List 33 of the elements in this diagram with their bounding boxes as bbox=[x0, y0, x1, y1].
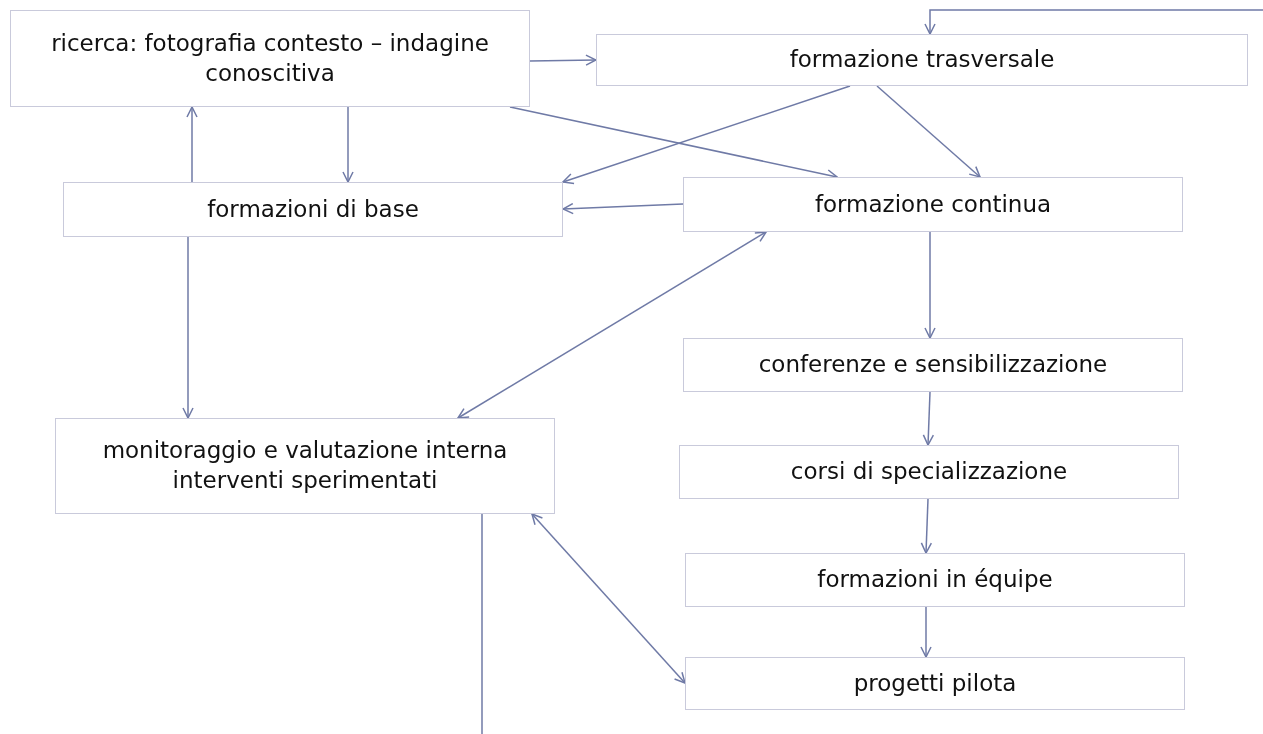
arrow bbox=[924, 231, 936, 339]
box-label: formazione trasversale bbox=[788, 45, 1056, 75]
box-label: formazioni in équipe bbox=[816, 565, 1054, 595]
arrow bbox=[342, 106, 354, 183]
process-box bbox=[683, 338, 1183, 392]
process-box bbox=[679, 445, 1179, 499]
arrow bbox=[876, 85, 981, 178]
process-box bbox=[685, 657, 1185, 710]
connector-line bbox=[481, 513, 483, 734]
arrow bbox=[920, 498, 933, 554]
arrow bbox=[186, 106, 198, 183]
box-label: formazioni di base bbox=[206, 194, 420, 224]
box-label: conferenze e sensibilizzazione bbox=[757, 350, 1109, 380]
arrow bbox=[922, 391, 935, 446]
box-label: progetti pilota bbox=[852, 668, 1018, 698]
process-box bbox=[596, 34, 1248, 86]
arrow bbox=[531, 513, 686, 684]
box-label: ricerca: fotografia contesto – indagine conoscitiva bbox=[50, 28, 490, 88]
box-label: corsi di specializzazione bbox=[789, 457, 1069, 487]
box-label: formazione continua bbox=[813, 189, 1053, 219]
process-box bbox=[10, 10, 530, 107]
process-box bbox=[63, 182, 563, 237]
arrow bbox=[457, 231, 767, 419]
arrow bbox=[182, 236, 194, 419]
arrow bbox=[529, 54, 597, 66]
box-label: monitoraggio e valutazione interna interventi sperimentati bbox=[101, 436, 509, 495]
arrow bbox=[924, 9, 1263, 35]
arrow bbox=[920, 606, 932, 658]
process-box bbox=[683, 177, 1183, 232]
arrow bbox=[562, 85, 851, 185]
process-box bbox=[685, 553, 1185, 607]
arrow bbox=[562, 202, 684, 215]
process-box bbox=[55, 418, 555, 514]
